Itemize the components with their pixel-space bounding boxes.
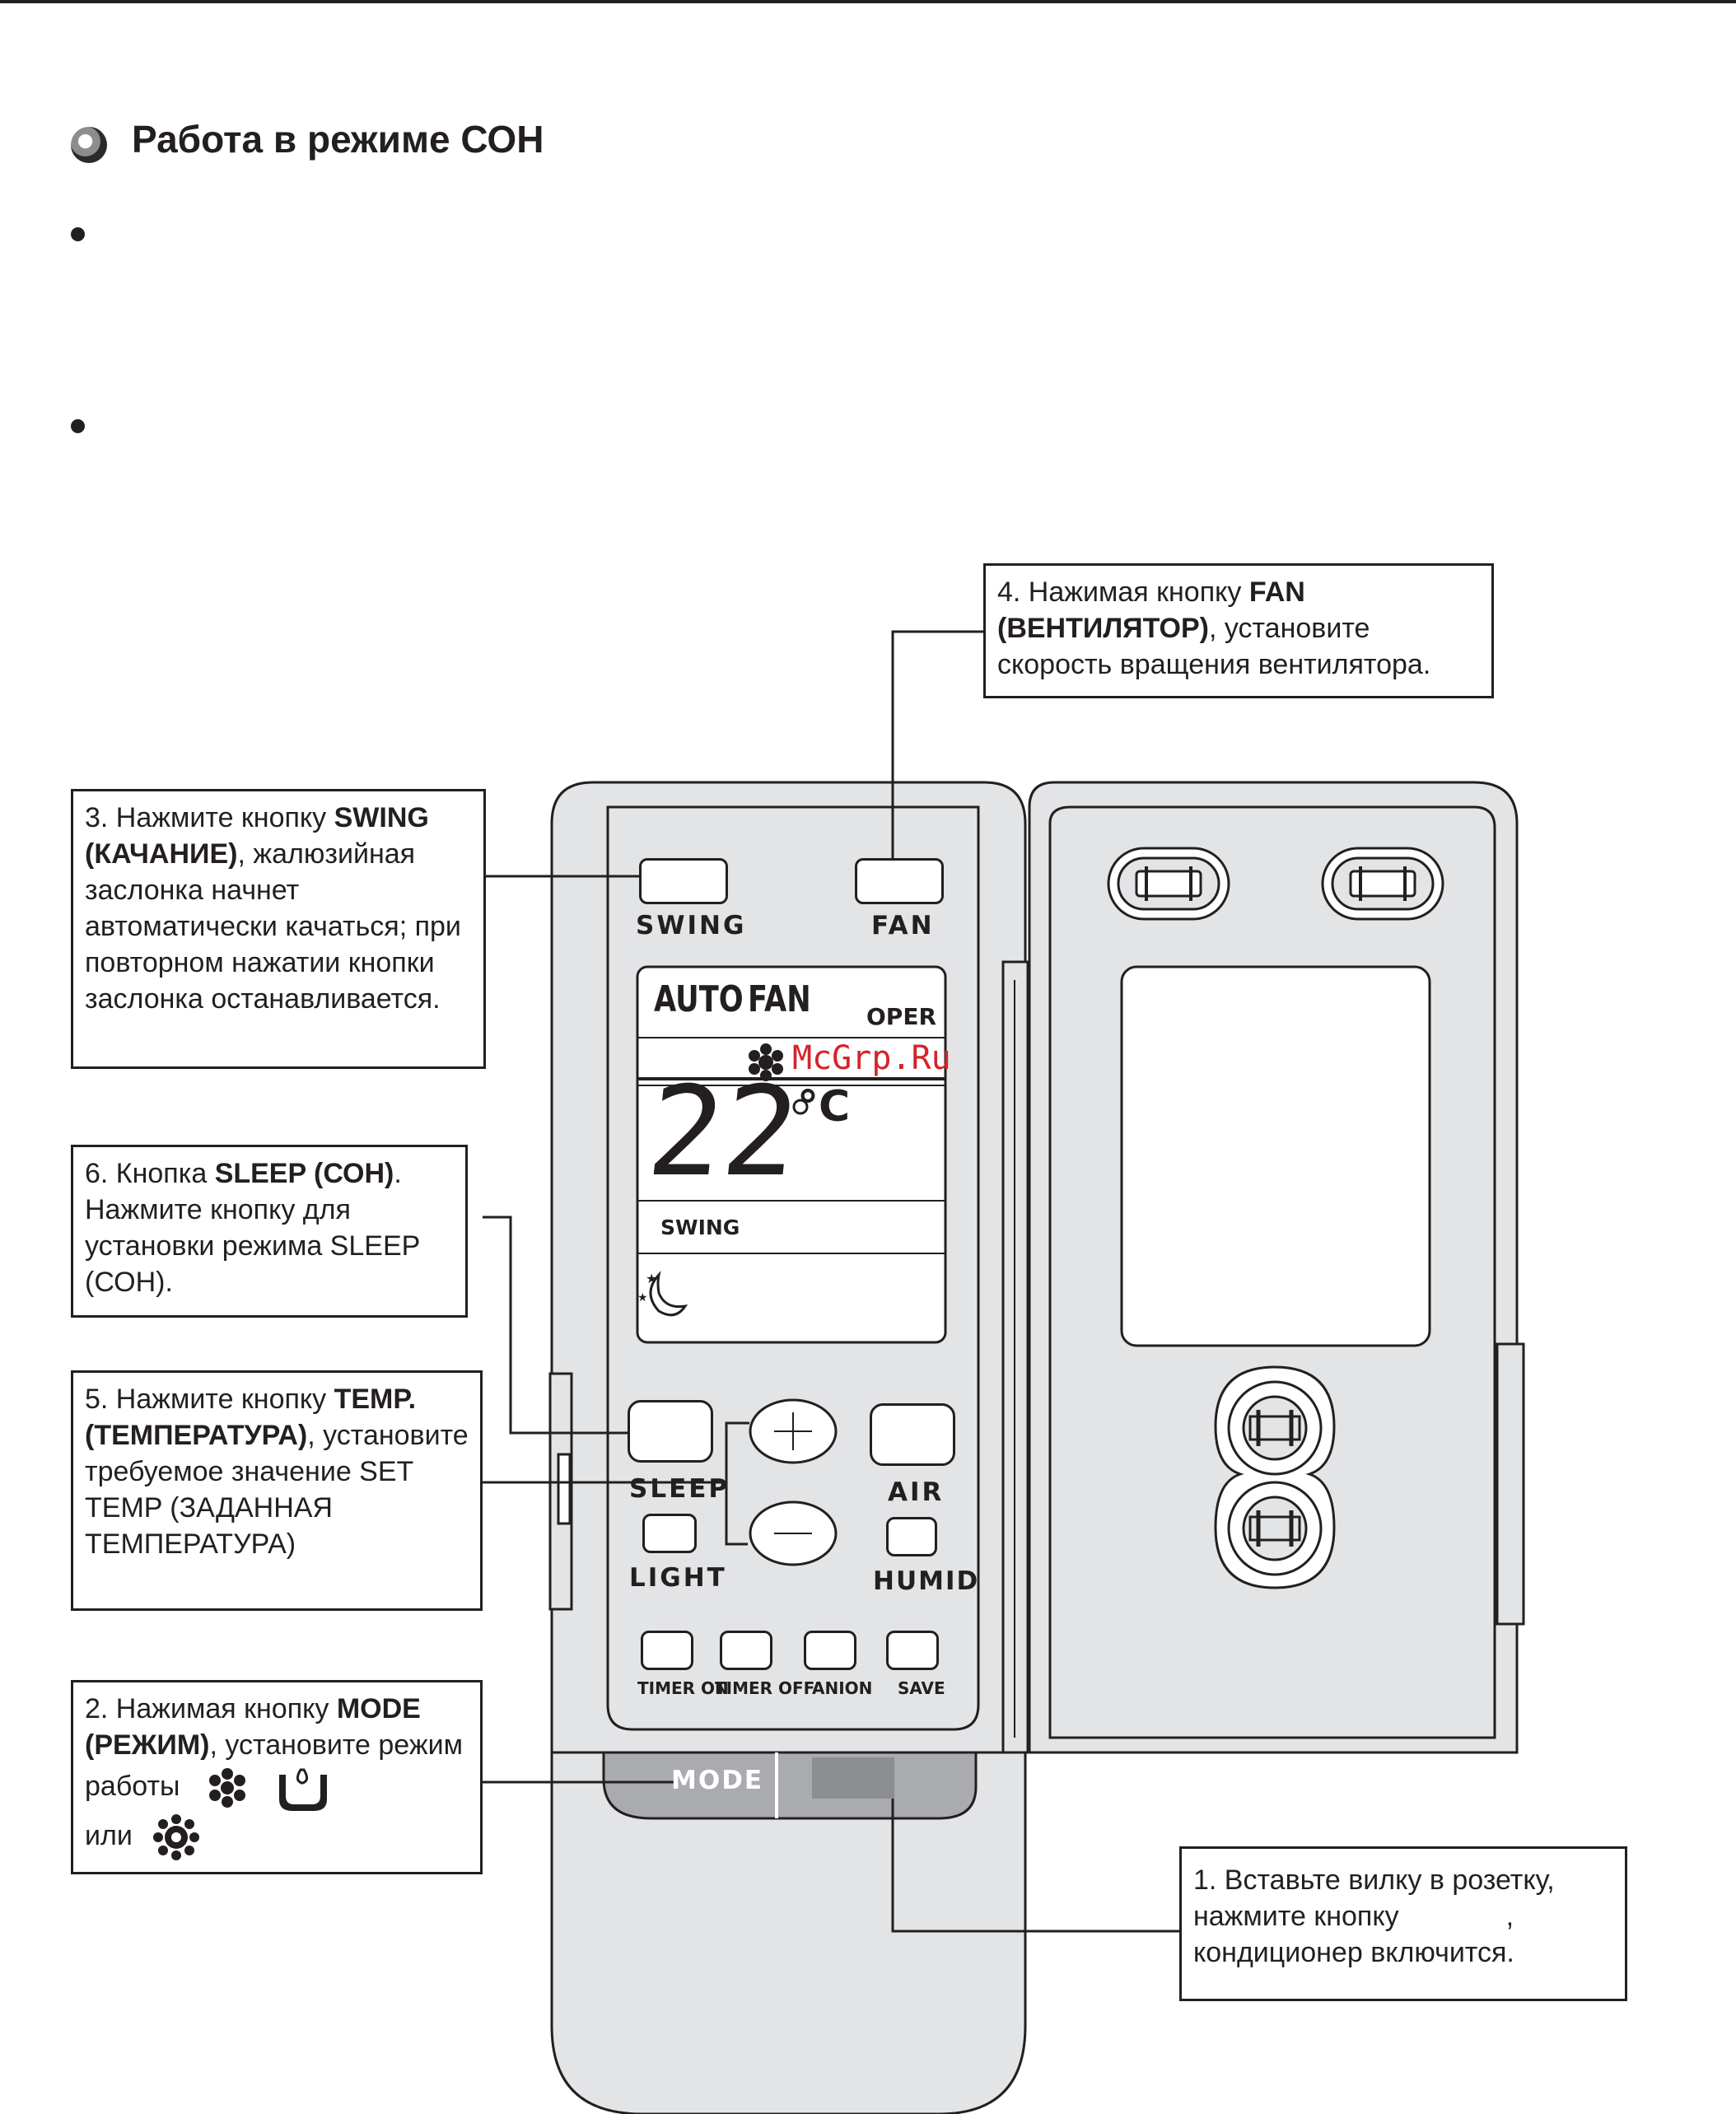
callout-mode-bold: MODE (РЕЖИМ) xyxy=(85,1693,421,1761)
callout-power: 1. Вставьте вилку в розетку, нажмите кно… xyxy=(1179,1846,1627,2001)
cool-mode-lcd-icon xyxy=(749,1043,783,1081)
callout-power-comma: , xyxy=(1505,1901,1514,1932)
callout-mode-prefix: 2. Нажимая кнопку xyxy=(85,1693,337,1724)
callout-power-line2: нажмите кнопку, xyxy=(1193,1898,1613,1934)
timer-off-button[interactable] xyxy=(720,1631,772,1670)
fan-button-label: FAN xyxy=(871,911,935,940)
timer-on-button[interactable] xyxy=(641,1631,693,1670)
save-label: SAVE xyxy=(898,1678,945,1698)
callout-power-line2-text: нажмите кнопку xyxy=(1193,1901,1399,1932)
anion-label: ANION xyxy=(812,1678,873,1698)
cover-latch xyxy=(1214,1365,1336,1589)
bullet-point xyxy=(71,419,85,433)
lcd-swing: SWING xyxy=(660,1216,740,1239)
sleep-lcd-icon: ★ ★ xyxy=(637,1270,688,1317)
watermark: McGrp.Ru xyxy=(792,1039,951,1077)
swing-button[interactable] xyxy=(639,858,728,904)
lcd-fan: FAN xyxy=(748,978,811,1020)
light-button[interactable] xyxy=(642,1514,697,1553)
save-button[interactable] xyxy=(886,1631,939,1670)
cover-clip-left xyxy=(1107,847,1230,921)
cover-clip-right xyxy=(1321,847,1444,921)
air-button-label: AIR xyxy=(888,1477,945,1507)
callout-swing-bold: SWING (КАЧАНИЕ) xyxy=(85,802,429,870)
callout-fan-bold: FAN (ВЕНТИЛЯТОР) xyxy=(997,576,1305,644)
humid-button[interactable] xyxy=(886,1517,937,1556)
svg-text:★: ★ xyxy=(646,1271,657,1286)
callout-sleep: 6. Кнопка SLEEP (СОН). Нажмите кнопку дл… xyxy=(71,1145,468,1318)
callout-sleep-suffix: . Нажмите кнопку для установки режима SL… xyxy=(85,1158,420,1298)
callout-mode-suffix: , установите режим работы xyxy=(85,1729,463,1802)
anion-button[interactable] xyxy=(804,1631,856,1670)
light-button-label: LIGHT xyxy=(629,1563,727,1593)
callout-power-line1: 1. Вставьте вилку в розетку, xyxy=(1193,1864,1555,1896)
lcd-temperature: 22 xyxy=(641,1061,805,1204)
leader-lines xyxy=(481,630,1179,1933)
callout-sleep-prefix: 6. Кнопка xyxy=(85,1158,215,1189)
callout-mode: 2. Нажимая кнопку MODE (РЕЖИМ), установи… xyxy=(71,1680,483,1874)
callout-temp-bold: TEMP. (ТЕМПЕРАТУРА) xyxy=(85,1384,417,1451)
cool-mode-icon xyxy=(208,1768,245,1808)
air-button[interactable] xyxy=(870,1403,955,1466)
top-rule xyxy=(0,0,1736,3)
bullet-point xyxy=(71,227,85,241)
timer-off-label: TIMER OFF xyxy=(715,1678,815,1698)
swing-button-label: SWING xyxy=(636,911,747,940)
temp-up-button[interactable] xyxy=(749,1400,837,1463)
callout-temp-prefix: 5. Нажмите кнопку xyxy=(85,1384,334,1415)
lcd-unit: °C xyxy=(797,1082,851,1132)
callout-fan-suffix: , установите скорость вращения вентилято… xyxy=(997,613,1431,680)
sleep-button-label: SLEEP xyxy=(629,1474,730,1504)
mode-button[interactable]: MODE xyxy=(671,1766,764,1795)
section-bullet-icon xyxy=(71,127,107,163)
callout-fan-prefix: 4. Нажимая кнопку xyxy=(997,576,1249,608)
temp-down-button[interactable] xyxy=(749,1502,837,1565)
power-button[interactable] xyxy=(812,1757,894,1799)
svg-text:★: ★ xyxy=(637,1291,648,1304)
callout-sleep-bold: SLEEP (СОН) xyxy=(214,1158,394,1189)
callout-temp: 5. Нажмите кнопку TEMP. (ТЕМПЕРАТУРА), у… xyxy=(71,1370,483,1611)
section-title: Работа в режиме СОН xyxy=(132,118,544,161)
lcd-oper: OPER xyxy=(866,1003,937,1030)
humid-button-label: HUMID xyxy=(873,1566,980,1596)
callout-temp-suffix: , установите требуемое значение SET TEMP… xyxy=(85,1420,469,1560)
callout-swing: 3. Нажмите кнопку SWING (КАЧАНИЕ), жалюз… xyxy=(71,789,486,1069)
callout-mode-or: или xyxy=(85,1819,133,1851)
sleep-button[interactable] xyxy=(628,1400,713,1463)
callout-swing-suffix: , жалюзийная заслонка начнет автоматичес… xyxy=(85,838,461,1015)
callout-fan: 4. Нажимая кнопку FAN (ВЕНТИЛЯТОР), уста… xyxy=(983,563,1494,698)
callout-swing-prefix: 3. Нажмите кнопку xyxy=(85,802,334,833)
heat-mode-icon xyxy=(153,1814,200,1860)
fan-button[interactable] xyxy=(855,858,944,904)
callout-power-line3: кондиционер включится. xyxy=(1193,1937,1514,1968)
dry-mode-icon xyxy=(279,1768,328,1811)
lcd-mode: AUTO xyxy=(654,978,744,1020)
timer-on-label: TIMER ON xyxy=(637,1678,729,1698)
